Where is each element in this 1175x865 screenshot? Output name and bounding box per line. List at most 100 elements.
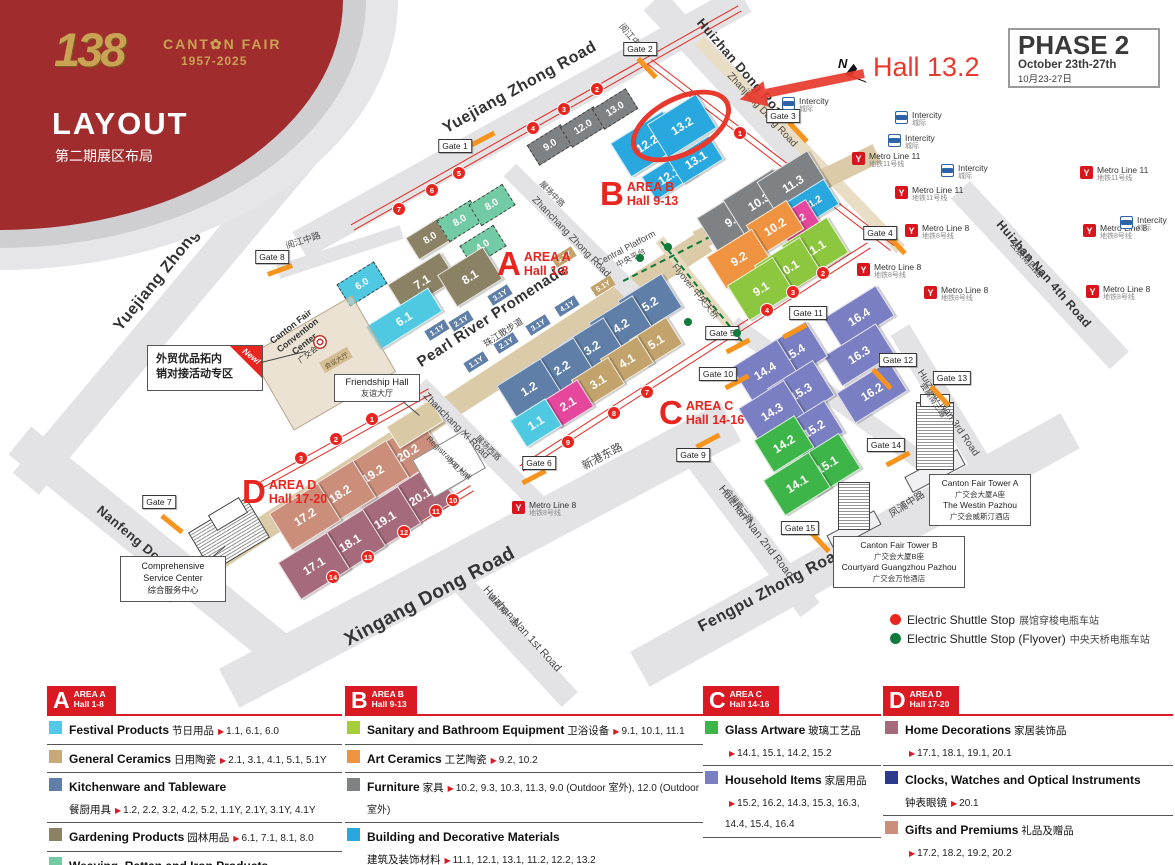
shuttle-stop-2: 2 bbox=[816, 266, 830, 280]
shuttle-legend-red: Electric Shuttle Stop 展馆穿梭电瓶车站 bbox=[890, 612, 1099, 627]
gate-label-gate-1: Gate 1 bbox=[438, 139, 472, 153]
red-dot-icon bbox=[890, 614, 901, 625]
metro-icon: Y bbox=[1080, 166, 1093, 179]
shuttle-stop-4: 4 bbox=[526, 121, 540, 135]
legend-item: Sanitary and Bathroom Equipment 卫浴设备▶9.1… bbox=[345, 716, 703, 745]
metro-icon: Y bbox=[1083, 224, 1096, 237]
logo-years: 1957-2025 bbox=[181, 54, 248, 68]
logo-canton-fair: CANT✿N FAIR bbox=[163, 36, 282, 52]
metro-icon: Y bbox=[1086, 285, 1099, 298]
flyover-stop bbox=[664, 243, 672, 251]
shuttle-stop-5: 5 bbox=[452, 166, 466, 180]
gate-label-gate-2: Gate 2 bbox=[623, 42, 657, 56]
gate-label-gate-15: Gate 15 bbox=[780, 521, 820, 535]
gate-marker bbox=[160, 513, 184, 535]
color-swatch bbox=[347, 749, 360, 763]
arrowhead-icon bbox=[736, 81, 769, 113]
metro-icon: Y bbox=[905, 224, 918, 237]
gate-label-gate-13: Gate 13 bbox=[932, 371, 972, 385]
shuttle-stop-1: 1 bbox=[733, 126, 747, 140]
legend-item: Art Ceramics 工艺陶瓷▶9.2, 10.2 bbox=[345, 745, 703, 774]
shuttle-stop-2: 2 bbox=[590, 82, 604, 96]
shuttle-stop-3: 3 bbox=[557, 102, 571, 116]
legend-item: Home Decorations 家居装饰品▶17.1, 18.1, 19.1,… bbox=[883, 716, 1173, 767]
new-badge bbox=[230, 346, 262, 378]
color-swatch bbox=[49, 856, 62, 865]
service-center-label: Comprehensive Service Center 综合服务中心 bbox=[120, 556, 226, 602]
shuttle-stop-14: 14 bbox=[326, 570, 340, 584]
legend-item: Glass Artware 玻璃工艺品▶14.1, 15.1, 14.2, 15… bbox=[703, 716, 881, 767]
logo-138: 138 bbox=[54, 23, 126, 76]
gate-label-gate-14: Gate 14 bbox=[866, 438, 906, 452]
legend-item: Household Items 家居用品▶15.2, 16.2, 14.3, 1… bbox=[703, 766, 881, 838]
gate-label-gate-6: Gate 6 bbox=[522, 456, 556, 470]
compass-north-icon: N bbox=[838, 55, 871, 89]
map-stage: 8.08.08.04.07.18.16.06.15.24.23.22.21.25… bbox=[8, 0, 1167, 708]
hall-13-2-annotation: Hall 13.2 bbox=[873, 52, 980, 82]
shuttle-stop-3: 3 bbox=[786, 285, 800, 299]
shuttle-legend-green: Electric Shuttle Stop (Flyover) 中央天桥电瓶车站 bbox=[890, 631, 1150, 646]
phase-box: PHASE 2 October 23th-27th 10月23-27日 bbox=[1008, 28, 1160, 88]
color-swatch bbox=[347, 778, 360, 792]
metro-icon: Y bbox=[512, 501, 525, 514]
shuttle-stop-8: 8 bbox=[607, 406, 621, 420]
legend-item: General Ceramics 日用陶瓷▶2.1, 3.1, 4.1, 5.1… bbox=[47, 745, 342, 774]
legend-item: Gifts and Premiums 礼品及赠品▶17.2, 18.2, 19.… bbox=[883, 816, 1173, 865]
flyover-stop bbox=[684, 318, 692, 326]
legend-item: Furniture 家具▶10.2, 9.3, 10.3, 11.3, 9.0 … bbox=[345, 773, 703, 824]
gate-label-gate-12: Gate 12 bbox=[878, 353, 918, 367]
color-swatch bbox=[347, 828, 360, 842]
color-swatch bbox=[885, 821, 898, 835]
color-swatch bbox=[885, 771, 898, 785]
flyover-stop bbox=[636, 254, 644, 262]
shuttle-stop-3: 3 bbox=[294, 451, 308, 465]
new-activity-callout: 外贸优品拓内 销对接活动专区 New! bbox=[147, 345, 263, 391]
gate-label-gate-11: Gate 11 bbox=[789, 306, 827, 320]
phase-title: PHASE 2 bbox=[1018, 30, 1130, 60]
metro-icon: Y bbox=[924, 286, 937, 299]
gate-label-gate-10: Gate 10 bbox=[698, 367, 738, 381]
tower-a-building bbox=[916, 402, 954, 470]
color-swatch bbox=[347, 721, 360, 734]
shuttle-stop-7: 7 bbox=[392, 202, 406, 216]
color-swatch bbox=[885, 721, 898, 734]
gate-label-gate-9: Gate 9 bbox=[676, 448, 710, 462]
intercity-icon bbox=[1120, 216, 1133, 229]
metro-icon: Y bbox=[895, 186, 908, 199]
intercity-icon bbox=[888, 134, 901, 147]
color-swatch bbox=[49, 828, 62, 842]
shuttle-stop-6: 6 bbox=[425, 183, 439, 197]
legend-item: Kitchenware and Tableware 餐厨用具▶1.2, 2.2,… bbox=[47, 773, 342, 824]
tower-b-building bbox=[838, 482, 870, 530]
metro-icon: Y bbox=[857, 263, 870, 276]
shuttle-stop-11: 11 bbox=[429, 504, 443, 518]
page-subtitle: 第二期展区布局 bbox=[55, 148, 153, 164]
friendship-hall-label: Friendship Hall 友谊大厅 bbox=[334, 374, 420, 402]
legend-item: Festival Products 节日用品▶1.1, 6.1, 6.0 bbox=[47, 716, 342, 745]
color-swatch bbox=[49, 749, 62, 763]
canton-fair-spiral-icon bbox=[313, 335, 327, 349]
